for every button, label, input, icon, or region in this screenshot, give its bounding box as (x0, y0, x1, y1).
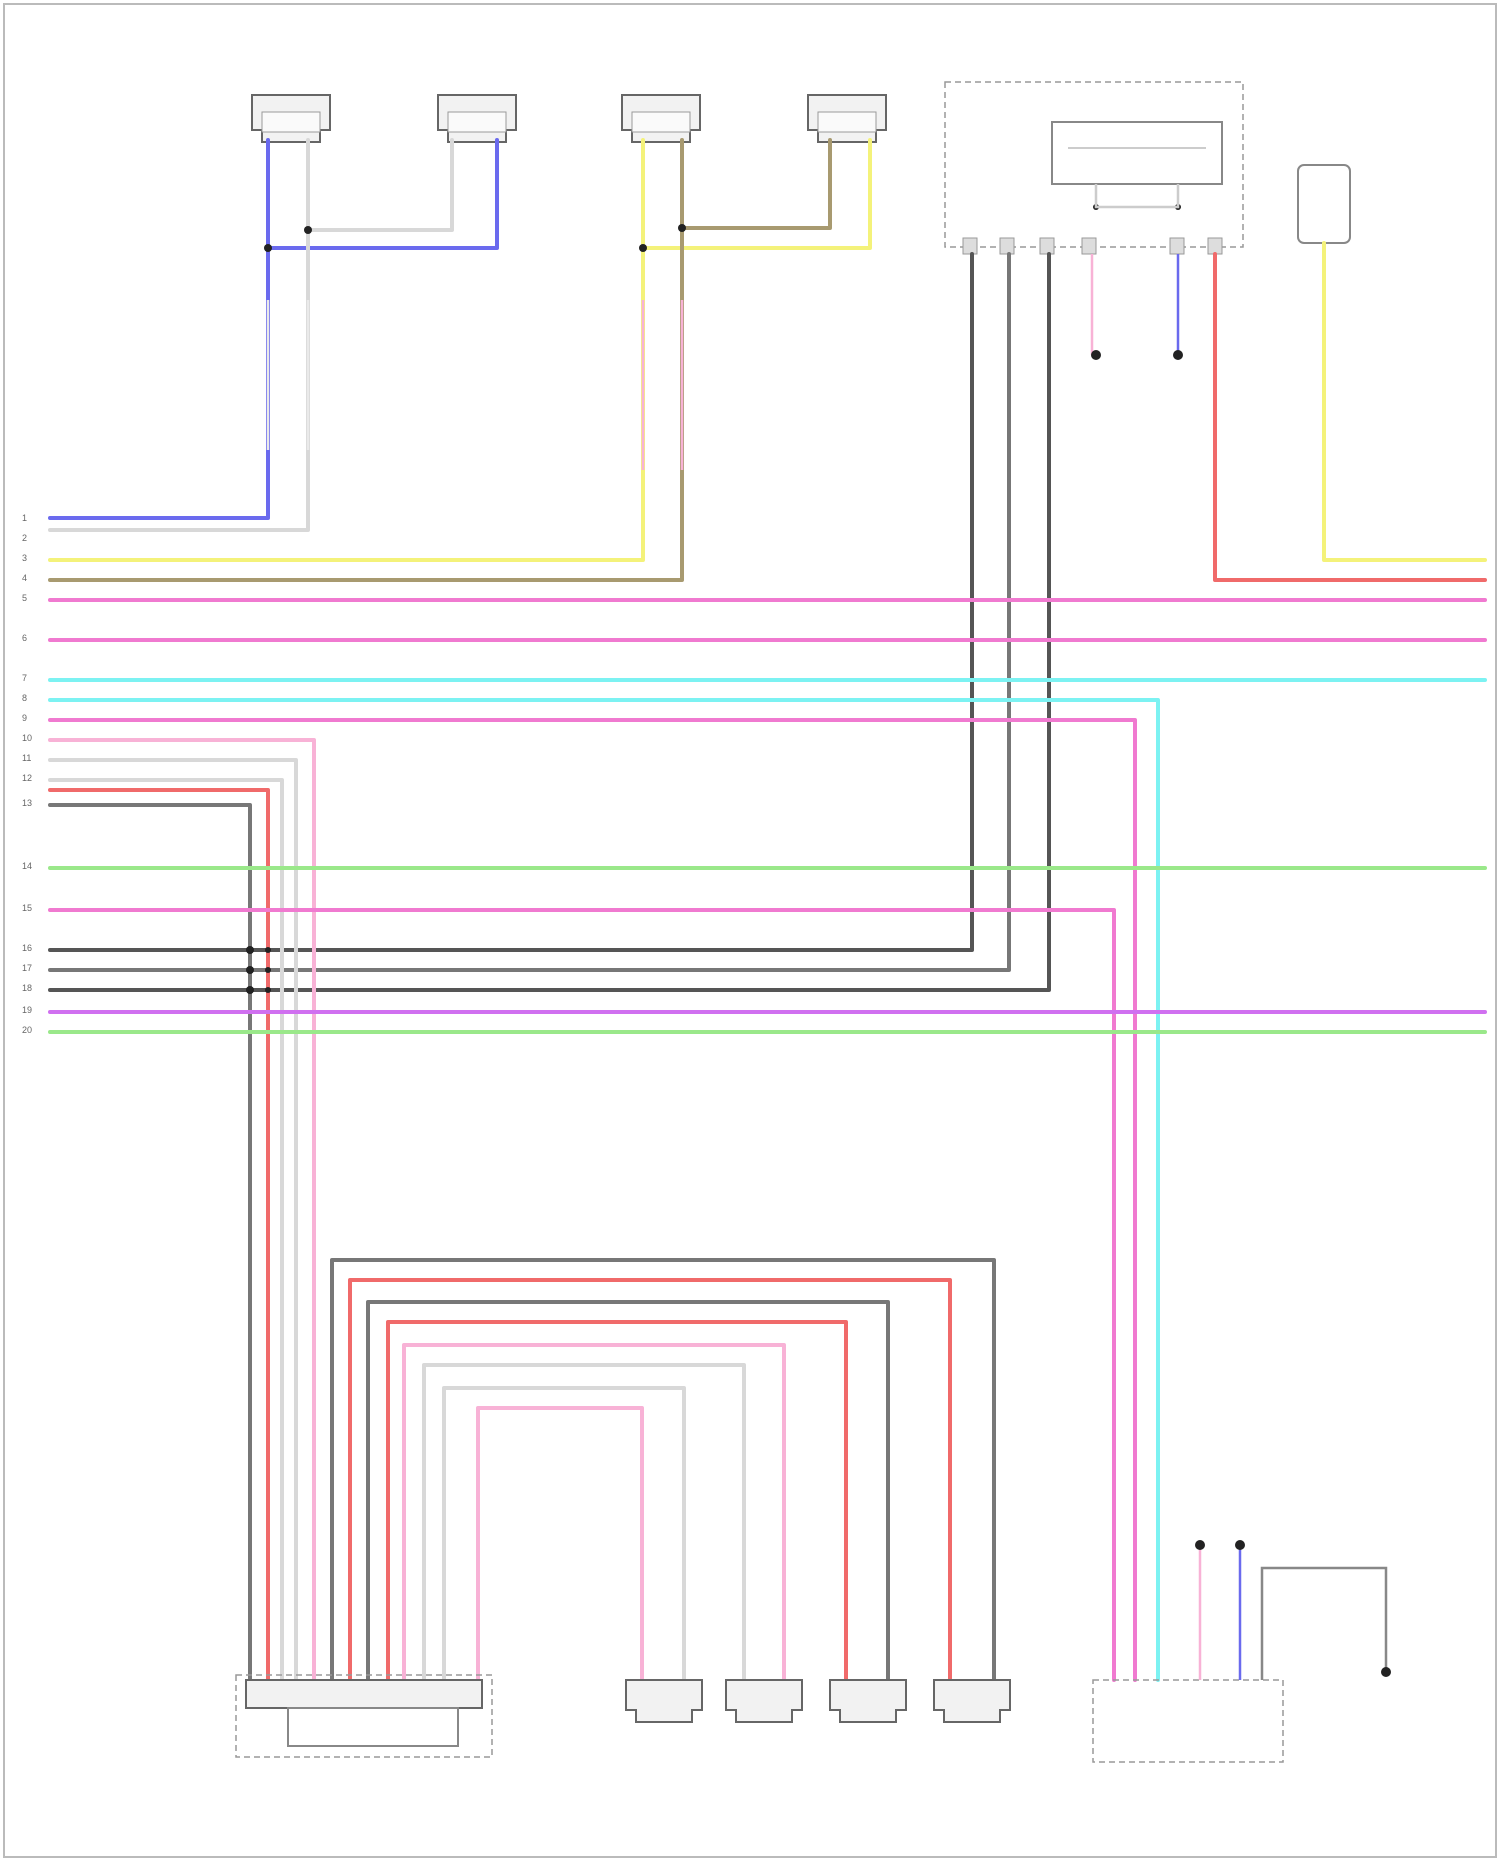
svg-text:20: 20 (22, 1025, 32, 1035)
svg-text:12: 12 (22, 773, 32, 783)
svg-text:7: 7 (22, 673, 27, 683)
svg-text:16: 16 (22, 943, 32, 953)
svg-text:17: 17 (22, 963, 32, 973)
svg-text:10: 10 (22, 733, 32, 743)
svg-text:8: 8 (22, 693, 27, 703)
right-speaker (934, 1680, 1010, 1722)
svg-text:11: 11 (22, 753, 31, 763)
svg-text:18: 18 (22, 983, 32, 993)
right-rear-tweeter (808, 95, 886, 142)
radio-connector (236, 1675, 492, 1757)
svg-text:4: 4 (22, 573, 27, 583)
left-rear-door-speaker (252, 95, 330, 142)
right-rear-door-speaker (622, 95, 700, 142)
svg-text:3: 3 (22, 553, 27, 563)
left-rear-tweeter (438, 95, 516, 142)
svg-text:5: 5 (22, 593, 27, 603)
svg-text:14: 14 (22, 861, 32, 871)
svg-text:9: 9 (22, 713, 27, 723)
amplifier-module (1093, 1540, 1391, 1762)
radio-control-module (945, 82, 1243, 254)
left-speaker (626, 1680, 702, 1722)
svg-text:1: 1 (22, 513, 27, 523)
svg-text:15: 15 (22, 903, 32, 913)
svg-text:19: 19 (22, 1005, 32, 1015)
svg-text:2: 2 (22, 533, 27, 543)
combination-light (1298, 165, 1350, 243)
diagram-frame (4, 4, 1496, 1857)
right-front-door-speaker (830, 1680, 906, 1722)
upper-wiring (50, 140, 1485, 990)
lower-wiring (332, 1260, 994, 1690)
left-tweeter (726, 1680, 802, 1722)
horizontal-bus (50, 600, 1485, 1680)
svg-text:13: 13 (22, 798, 32, 808)
svg-text:6: 6 (22, 633, 27, 643)
